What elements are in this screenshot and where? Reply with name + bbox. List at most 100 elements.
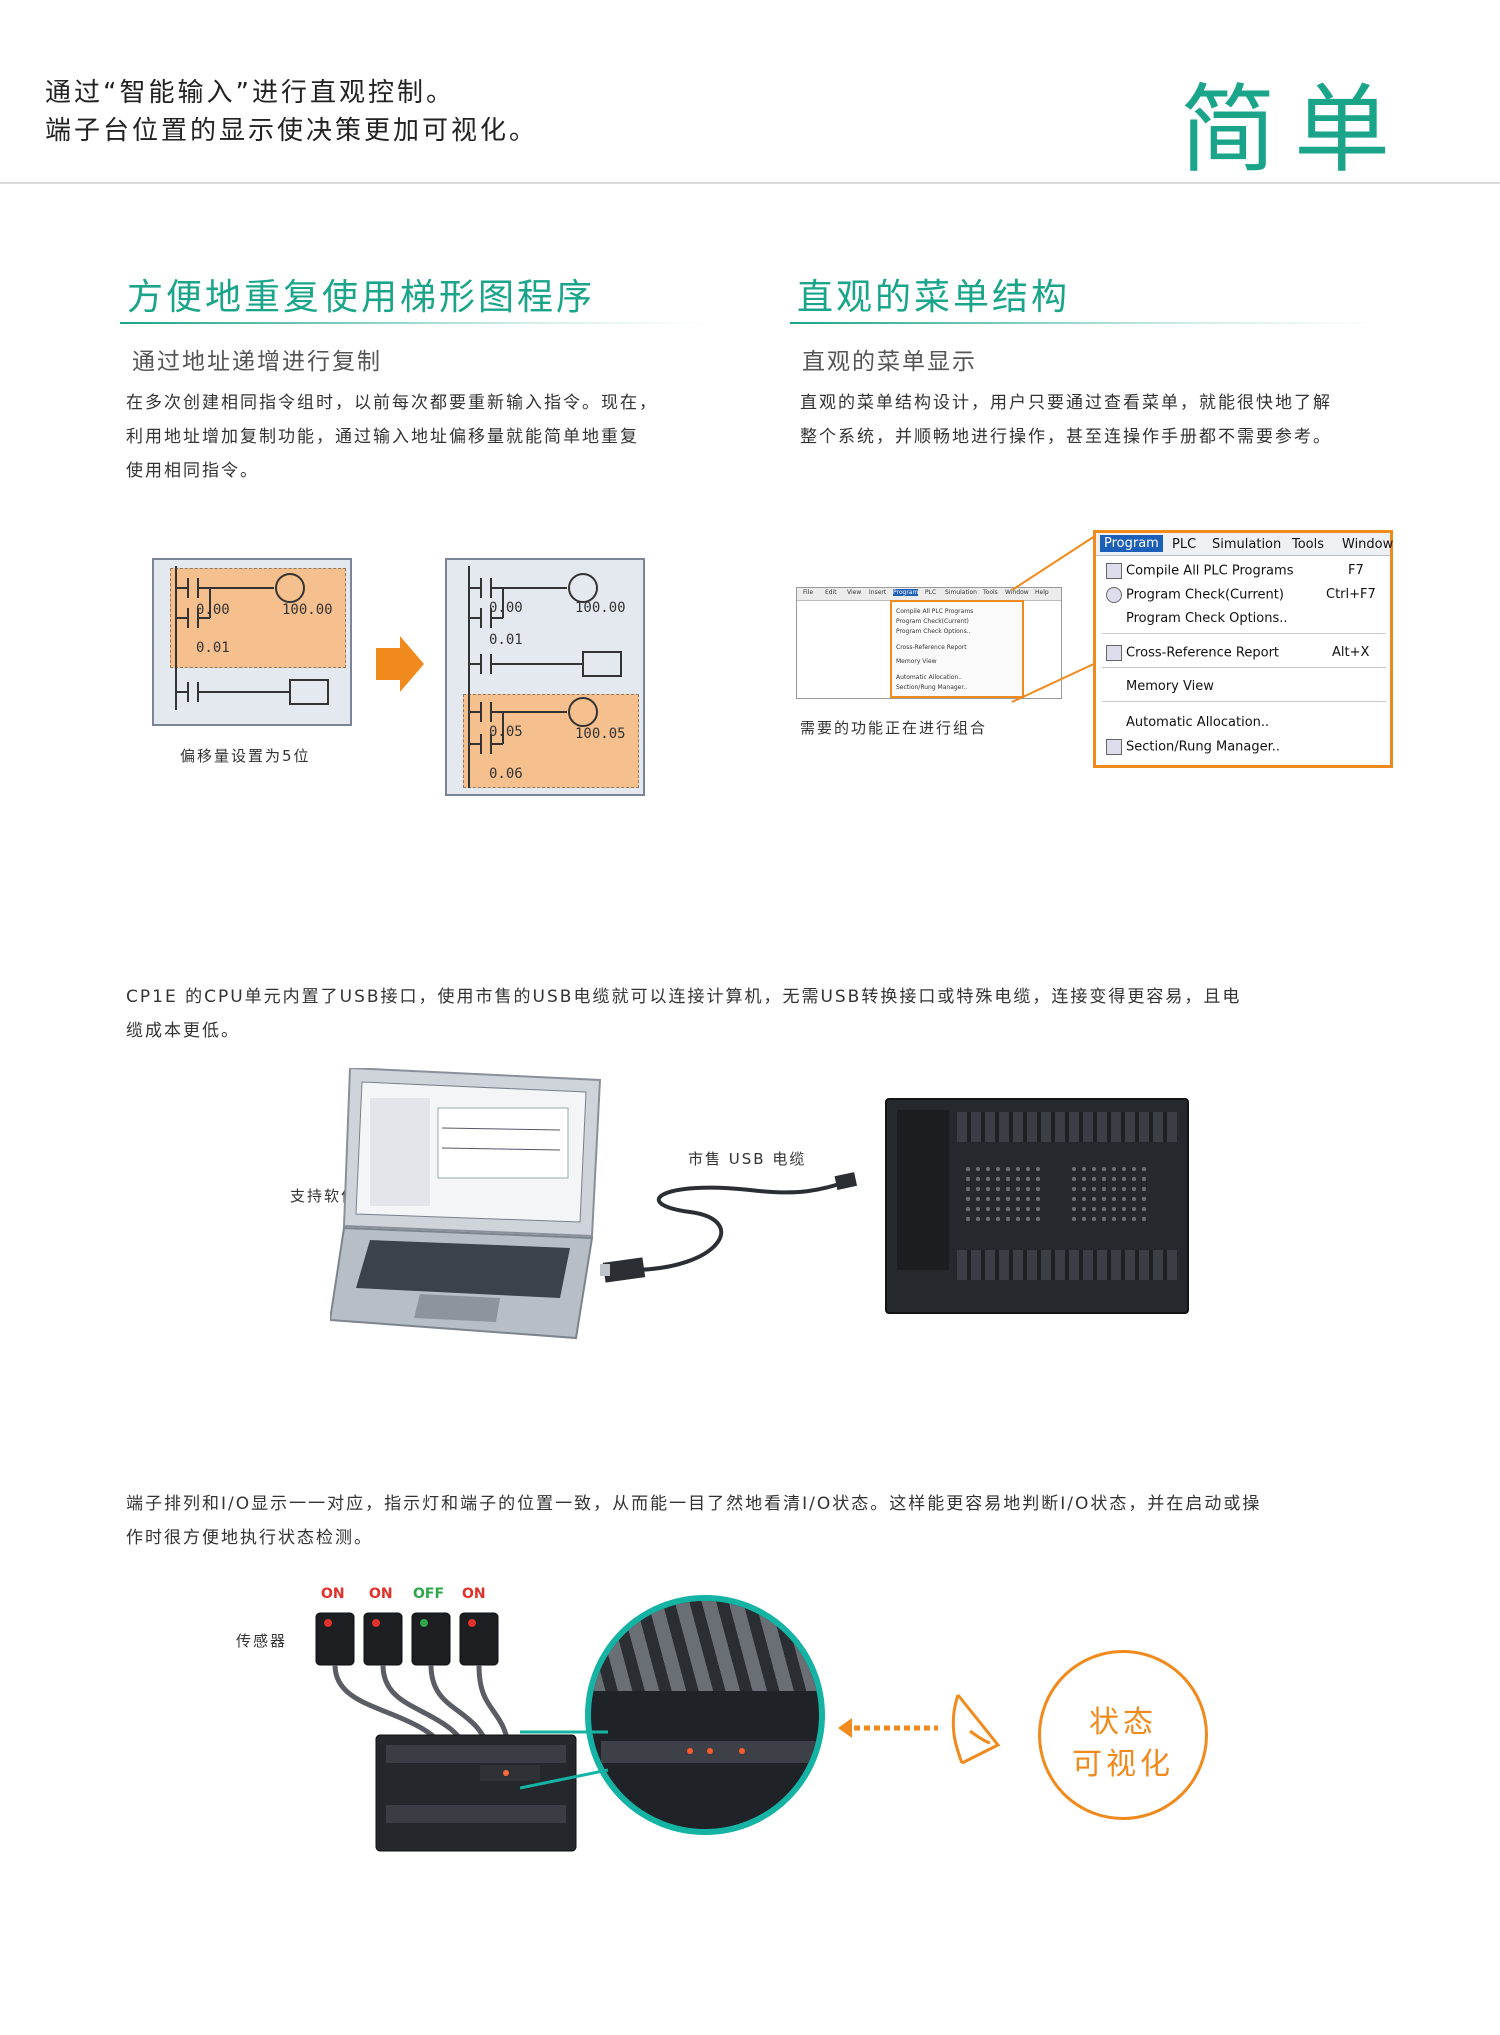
header-divider [0, 182, 1500, 184]
menu-body: 直观的菜单结构设计，用户只要通过查看菜单，就能很快地了解 整个系统，并顺畅地进行… [800, 386, 1332, 454]
small-item-check[interactable]: Program Check(Current) [896, 618, 969, 625]
label-sensor: 传感器 [236, 1632, 288, 1650]
menu-item-cross-ref-label: Cross-Reference Report [1126, 645, 1280, 661]
menu-section-rule [790, 322, 1380, 324]
io-body: 端子排列和I/O显示一一对应，指示灯和端子的位置一致，从而能一目了然地看清I/O… [126, 1487, 1261, 1555]
copied-addr-b: 0.01 [489, 632, 523, 648]
ladder-subtitle: 通过地址递增进行复制 [132, 349, 382, 375]
small-item-memory[interactable]: Memory View [896, 658, 937, 665]
menu-key-compile: F7 [1348, 563, 1364, 578]
small-menu-tools[interactable]: Tools [983, 589, 998, 596]
menu-separator [1102, 633, 1386, 634]
ladder-diagram-copied: 0.00 0.01 100.00 0.05 0.06 100.05 [445, 558, 645, 796]
menu-key-check: Ctrl+F7 [1326, 587, 1376, 602]
small-menu-insert[interactable]: Insert [869, 589, 887, 596]
arrow-right-icon [376, 636, 424, 692]
small-menu-program[interactable]: Program [893, 589, 919, 596]
small-item-section[interactable]: Section/Rung Manager.. [896, 684, 968, 691]
menu-item-cross-ref[interactable]: Cross-Reference Report [1106, 645, 1279, 661]
zoom-led-on-2 [707, 1748, 713, 1754]
copied-highlight-block [463, 694, 639, 788]
small-menu-window[interactable]: Window [1005, 589, 1029, 596]
menu-body-line-2: 整个系统，并顺畅地进行操作，甚至连操作手册都不需要参考。 [800, 427, 1332, 447]
small-item-auto-alloc[interactable]: Automatic Allocation.. [896, 674, 963, 681]
program-menu-zoom: Program PLC Simulation Tools Window Comp… [1093, 530, 1393, 768]
menu-caption: 需要的功能正在进行组合 [800, 719, 988, 737]
page-title: 简单 [1180, 74, 1408, 186]
status-visualization-badge: 状态 可视化 [1038, 1650, 1208, 1820]
header-line-1: 通过“智能输入”进行直观控制。 [45, 78, 455, 108]
ladder-coil: 100.00 [282, 602, 333, 618]
menu-plc[interactable]: PLC [1172, 537, 1197, 552]
header-line-2: 端子台位置的显示使决策更加可视化。 [45, 116, 539, 146]
label-software: 支持软件 [290, 1187, 359, 1205]
ladder-addr-a: 0.00 [196, 602, 230, 618]
plc-led-grid-right [1069, 1164, 1149, 1224]
check-icon [1106, 587, 1122, 603]
copied-addr-c: 0.05 [489, 724, 523, 740]
small-menu-file[interactable]: File [803, 589, 814, 596]
menu-item-check-label: Program Check(Current) [1126, 587, 1284, 603]
usb-cable-illustration [600, 1172, 858, 1283]
ladder-addr-b: 0.01 [196, 640, 230, 656]
sensor-state-2: ON [369, 1586, 393, 1602]
io-body-line-1: 端子排列和I/O显示一一对应，指示灯和端子的位置一致，从而能一目了然地看清I/O… [126, 1494, 1262, 1514]
laptop-illustration [330, 1068, 602, 1340]
plc-unit-image [885, 1098, 1189, 1314]
zoom-led-on-1 [687, 1748, 693, 1754]
io-body-line-2: 作时很方便地执行状态检测。 [126, 1528, 373, 1548]
zoom-connector-lines [1011, 533, 1099, 703]
eye-icon [951, 1694, 1001, 1765]
menu-item-compile[interactable]: Compile All PLC Programs [1106, 563, 1293, 579]
sensor-state-4: ON [462, 1586, 486, 1602]
usb-body-line-1: CP1E 的CPU单元内置了USB接口，使用市售的USB电缆就可以连接计算机，无… [126, 987, 1242, 1007]
copied-addr-d: 0.06 [489, 766, 523, 782]
menu-item-auto-alloc[interactable]: Automatic Allocation.. [1126, 715, 1270, 730]
menu-item-section-rung[interactable]: Section/Rung Manager.. [1106, 739, 1280, 755]
ladder-body-line-2: 利用地址增加复制功能，通过输入地址偏移量就能简单地重复 [126, 427, 639, 447]
small-app-window: File Edit View Insert Program PLC Simula… [796, 587, 1062, 699]
small-item-compile[interactable]: Compile All PLC Programs [896, 608, 974, 615]
small-menu-help[interactable]: Help [1035, 589, 1049, 596]
menu-section-title: 直观的菜单结构 [797, 277, 1071, 318]
ladder-section-rule [120, 322, 710, 324]
menu-item-memory-view[interactable]: Memory View [1126, 679, 1214, 694]
zoom-cables [591, 1601, 819, 1691]
io-zoom-circle [585, 1595, 825, 1835]
section-icon [1106, 739, 1122, 755]
small-item-check-options[interactable]: Program Check Options.. [896, 628, 971, 635]
menu-item-compile-label: Compile All PLC Programs [1126, 563, 1294, 579]
menu-item-program-check[interactable]: Program Check(Current) [1106, 587, 1284, 603]
ladder-body: 在多次创建相同指令组时，以前每次都要重新输入指令。现在， 利用地址增加复制功能，… [126, 386, 658, 488]
ladder-rungs-right [468, 566, 622, 788]
small-menu-view[interactable]: View [847, 589, 862, 596]
copied-addr-a: 0.00 [489, 600, 523, 616]
ladder-section-title: 方便地重复使用梯形图程序 [127, 277, 596, 318]
usb-body-line-2: 缆成本更低。 [126, 1021, 240, 1041]
ladder-diagram-original: 0.00 0.01 100.00 [152, 558, 352, 726]
small-menu-simulation[interactable]: Simulation [945, 589, 977, 596]
usb-body: CP1E 的CPU单元内置了USB接口，使用市售的USB电缆就可以连接计算机，无… [126, 980, 1241, 1048]
small-dropdown: Compile All PLC Programs Program Check(C… [890, 600, 1024, 698]
menu-tools[interactable]: Tools [1292, 537, 1325, 552]
sensors-plc-illustration [315, 1612, 577, 1852]
copied-coil-2: 100.05 [575, 726, 626, 742]
menu-window[interactable]: Window [1342, 537, 1394, 552]
small-menu-edit[interactable]: Edit [825, 589, 837, 596]
copied-coil: 100.00 [575, 600, 626, 616]
plc-left-panel [897, 1110, 949, 1270]
plc-led-grid-left [963, 1164, 1043, 1224]
menu-item-check-options[interactable]: Program Check Options.. [1126, 611, 1288, 626]
label-usb-cable: 市售 USB 电缆 [688, 1150, 807, 1168]
small-item-cross-ref[interactable]: Cross-Reference Report [896, 644, 967, 651]
menu-separator-2 [1102, 667, 1386, 668]
ladder-body-line-3: 使用相同指令。 [126, 461, 259, 481]
menu-key-cross-ref: Alt+X [1332, 645, 1370, 660]
sensor-state-3: OFF [413, 1586, 445, 1602]
small-menu-plc[interactable]: PLC [925, 589, 937, 596]
menu-program[interactable]: Program [1100, 535, 1163, 552]
cross-ref-icon [1106, 645, 1122, 661]
ladder-rungs-left [175, 566, 329, 710]
menu-simulation[interactable]: Simulation [1212, 537, 1282, 552]
badge-line-1: 状态 [1089, 1705, 1157, 1740]
